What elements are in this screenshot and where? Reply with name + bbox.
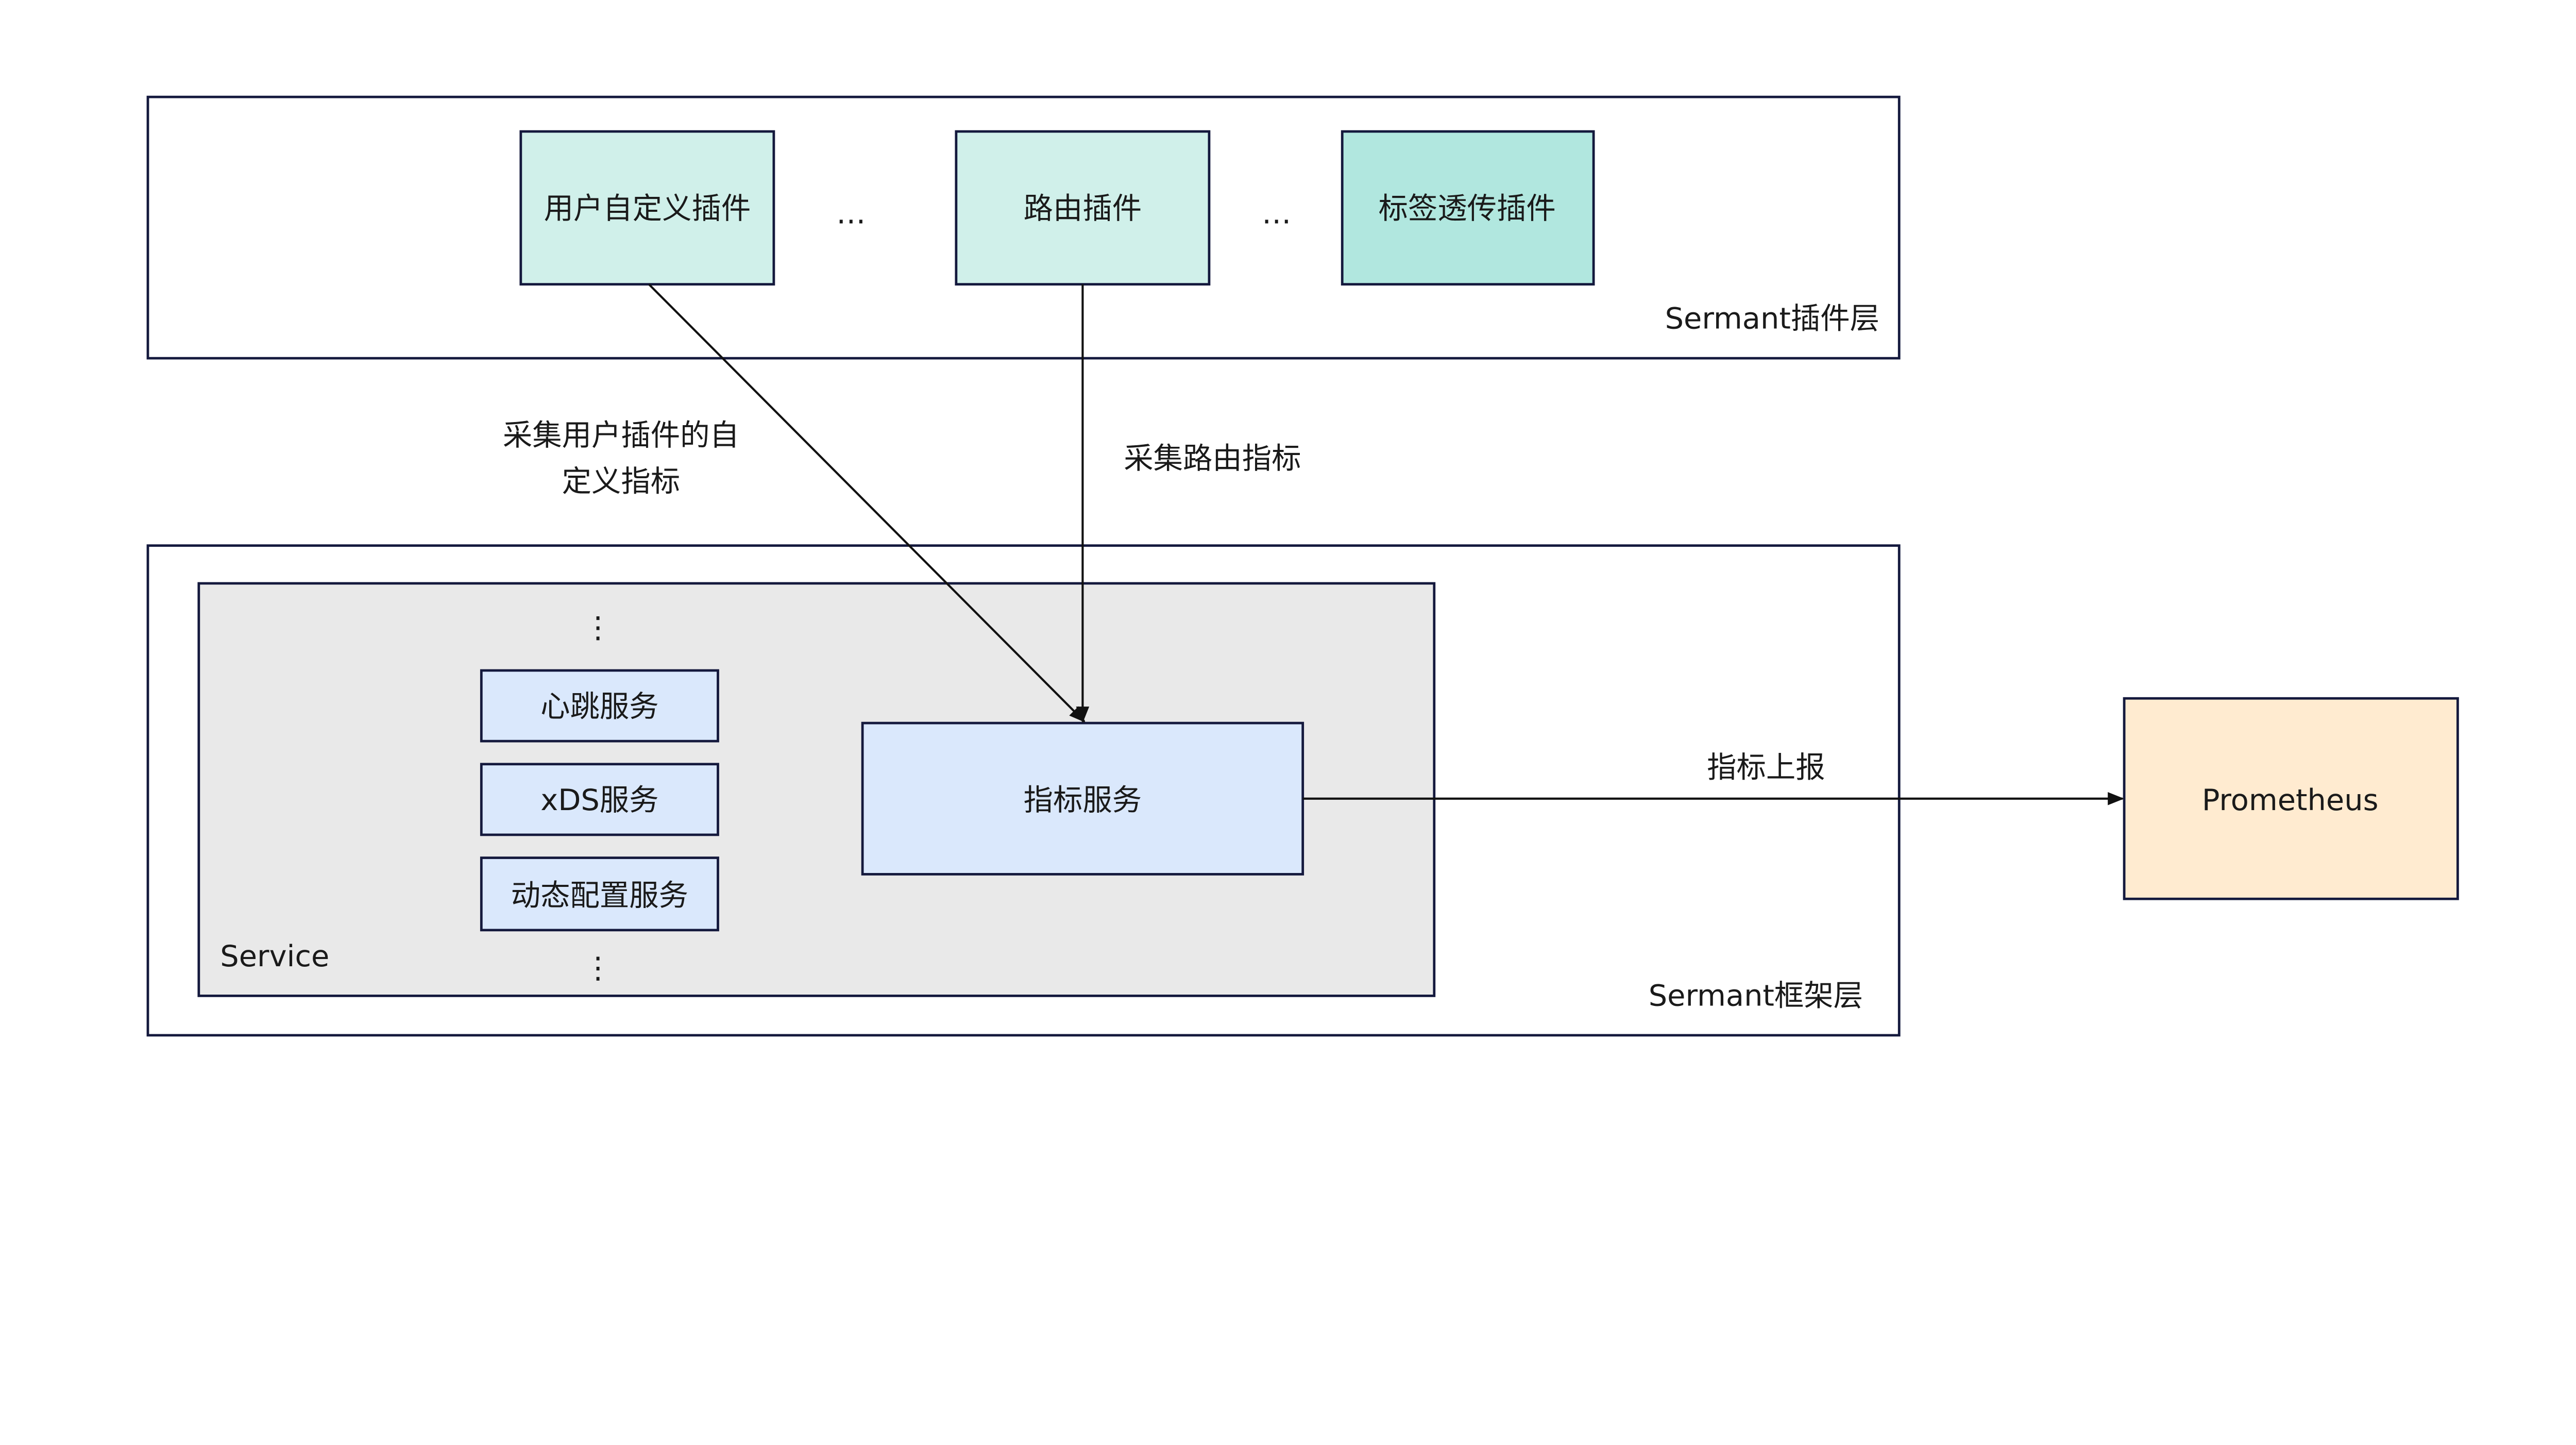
plugin-layer-label: Sermant插件层 <box>1665 301 1879 336</box>
service-container: Service ⋮ 心跳服务 xDS服务 动态配置服务 ⋮ 指标服务 <box>197 582 1436 997</box>
plugin-label: 用户自定义插件 <box>544 191 751 226</box>
plugin-layer: Sermant插件层 用户自定义插件 … 路由插件 … 标签透传插件 <box>146 95 1901 360</box>
route-metrics-label: 采集路由指标 <box>1124 441 1301 476</box>
vertical-ellipsis: ⋮ <box>583 610 613 645</box>
metrics-service-label: 指标服务 <box>1024 783 1142 817</box>
service-item-label: 心跳服务 <box>540 689 659 724</box>
plugin-tag-transmission: 标签透传插件 <box>1341 130 1595 286</box>
framework-layer: Sermant框架层 Service ⋮ 心跳服务 xDS服务 动态配置服务 ⋮… <box>146 544 1901 1037</box>
metrics-service: 指标服务 <box>861 721 1304 876</box>
report-label: 指标上报 <box>1707 750 1825 784</box>
prometheus-label: Prometheus <box>2202 783 2379 817</box>
prometheus-node: Prometheus <box>2123 697 2459 900</box>
heartbeat-service: 心跳服务 <box>480 669 719 743</box>
ellipsis: … <box>836 196 866 231</box>
service-item-label: xDS服务 <box>540 783 658 817</box>
dynamic-config-service: 动态配置服务 <box>480 856 719 932</box>
plugin-label: 标签透传插件 <box>1378 191 1555 226</box>
framework-layer-label: Sermant框架层 <box>1649 979 1863 1013</box>
plugin-user-defined: 用户自定义插件 <box>519 130 775 286</box>
custom-metrics-arrow <box>648 283 1086 723</box>
ellipsis: … <box>1262 196 1291 231</box>
plugin-router: 路由插件 <box>955 130 1211 286</box>
architecture-diagram: Sermant插件层 用户自定义插件 … 路由插件 … 标签透传插件 Serma… <box>146 95 2459 1037</box>
plugin-label: 路由插件 <box>1024 191 1142 226</box>
xds-service: xDS服务 <box>480 763 719 836</box>
custom-metrics-label: 采集用户插件的自 <box>503 418 739 452</box>
service-item-label: 动态配置服务 <box>511 878 688 913</box>
vertical-ellipsis: ⋮ <box>583 950 613 985</box>
service-label: Service <box>220 939 329 973</box>
custom-metrics-label: 定义指标 <box>562 464 681 498</box>
